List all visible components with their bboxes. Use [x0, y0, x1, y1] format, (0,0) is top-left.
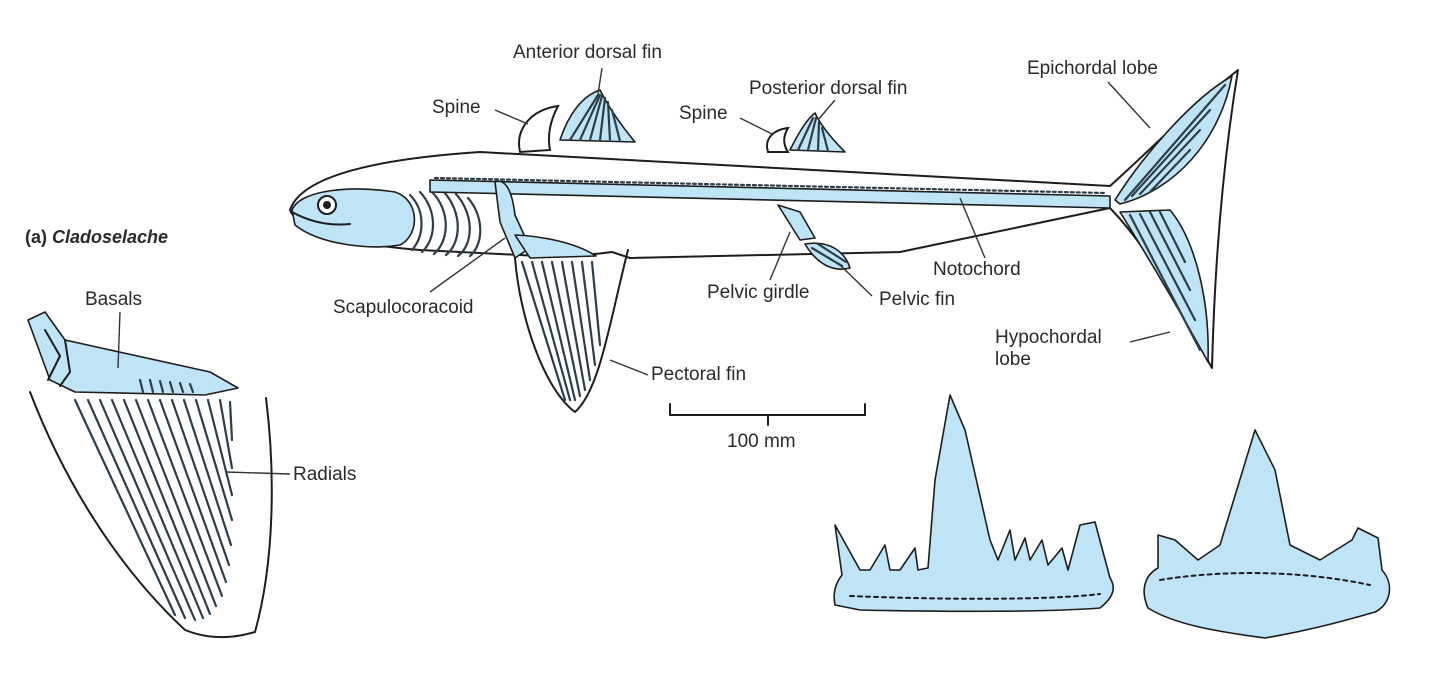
- label-scapulocoracoid: Scapulocoracoid: [333, 297, 474, 318]
- pectoral-fin-detail: [27, 311, 291, 638]
- label-epichordal-lobe: Epichordal lobe: [1027, 58, 1158, 79]
- notochord-shape: [429, 179, 1111, 209]
- label-hypochordal-lobe: Hypochordal lobe: [995, 327, 1102, 370]
- panel-species-name: Cladoselache: [52, 227, 169, 247]
- scale-bar-graphic: [669, 403, 866, 426]
- posterior-dorsal-fin-shape: [789, 112, 846, 153]
- gill-arches: [408, 190, 482, 258]
- pectoral-fin-outline: [514, 249, 629, 413]
- tooth-tricuspid: [1143, 429, 1391, 639]
- label-pelvic-fin: Pelvic fin: [879, 289, 956, 310]
- label-anterior-dorsal-fin: Anterior dorsal fin: [513, 42, 662, 63]
- label-notochord: Notochord: [933, 259, 1021, 280]
- anterior-spine-shape: [518, 104, 560, 154]
- label-pelvic-girdle: Pelvic girdle: [707, 282, 810, 303]
- scale-bar-label: 100 mm: [727, 431, 796, 452]
- tooth-multicuspid: [833, 394, 1115, 613]
- shark-leader-lines: [429, 67, 1171, 376]
- label-pectoral-fin: Pectoral fin: [651, 364, 747, 385]
- panel-title: (a) Cladoselache: [25, 226, 168, 248]
- panel-label: (a): [25, 227, 47, 247]
- label-posterior-dorsal-fin: Posterior dorsal fin: [749, 78, 908, 99]
- pelvic-girdle-shape: [777, 204, 816, 241]
- tail-fin-shape: [1114, 75, 1233, 205]
- shark-head: [291, 188, 416, 248]
- posterior-spine-shape: [766, 126, 790, 153]
- label-radials: Radials: [293, 464, 357, 485]
- label-spine-anterior: Spine: [432, 97, 481, 118]
- label-basals: Basals: [85, 289, 143, 310]
- label-spine-posterior: Spine: [679, 103, 728, 124]
